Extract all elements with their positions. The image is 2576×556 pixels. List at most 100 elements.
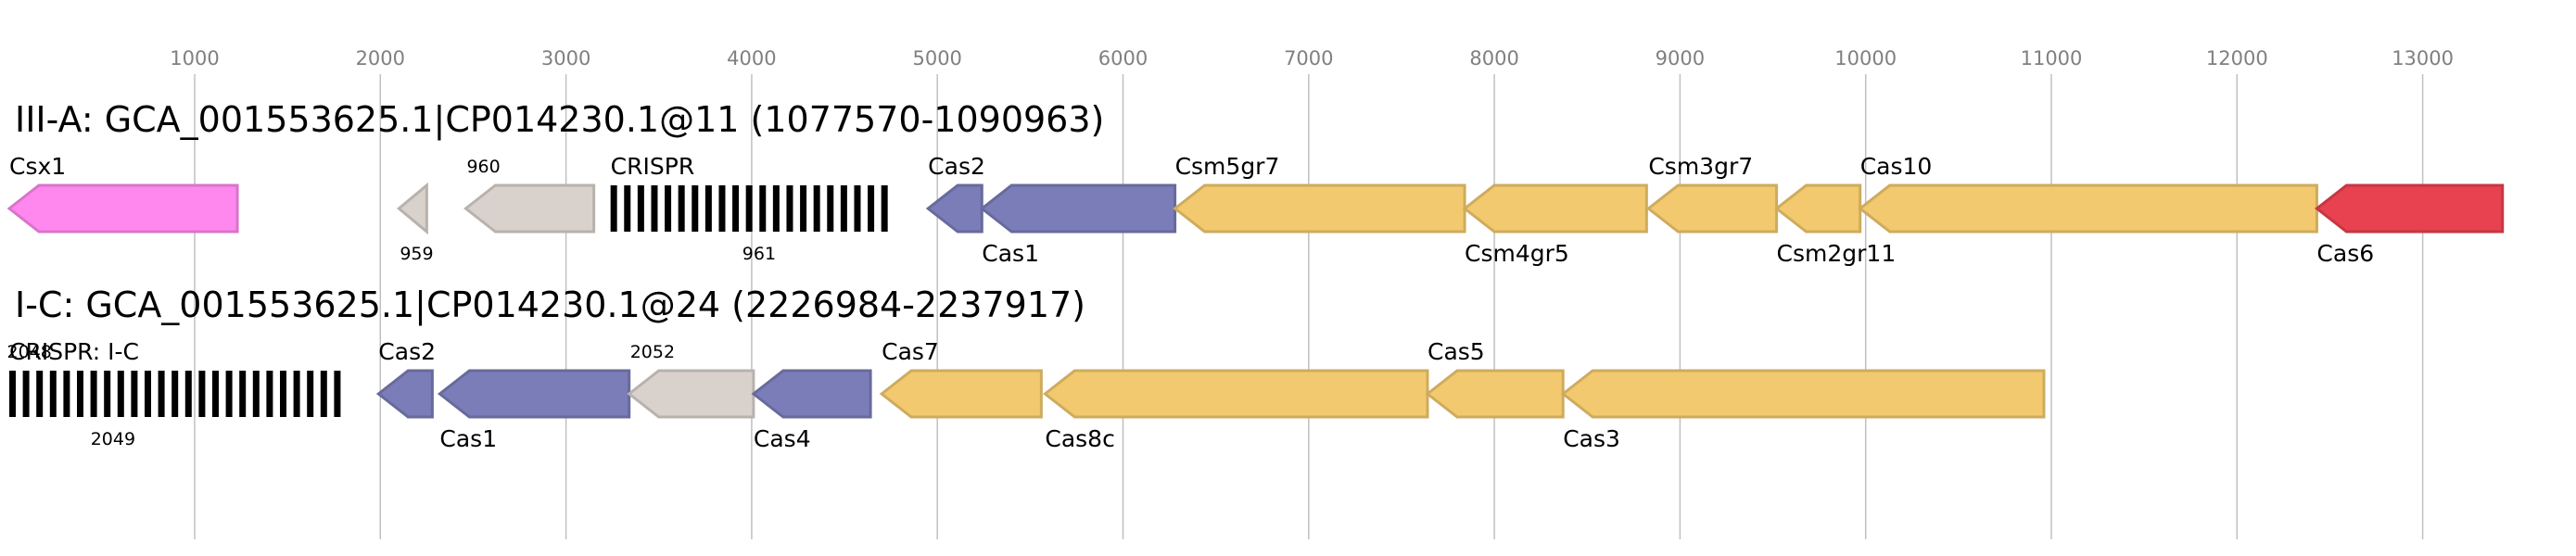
gene-label-csm4gr5: Csm4gr5 xyxy=(1465,240,1569,267)
gene-label-cas3: Cas3 xyxy=(1563,425,1620,452)
crispr-repeat xyxy=(800,185,807,232)
tick-label: 3000 xyxy=(541,47,590,70)
tick-label: 2000 xyxy=(356,47,405,70)
crispr-label: CRISPR xyxy=(611,153,695,180)
gene-label-cas7: Cas7 xyxy=(882,338,939,365)
tick-label: 12000 xyxy=(2206,47,2268,70)
crispr-repeat xyxy=(171,371,179,417)
gene-csm5gr7-arrow xyxy=(1173,183,1466,234)
gene-label-cas4: Cas4 xyxy=(754,425,811,452)
gene-csx1-arrow xyxy=(6,183,239,234)
locus-track: III-A: GCA_001553625.1|CP014230.1@11 (10… xyxy=(6,99,2505,267)
gene-cas1-arrow xyxy=(979,183,1177,234)
crispr-repeat xyxy=(22,371,30,417)
gene-label-2052: 2052 xyxy=(630,342,675,362)
crispr-repeat xyxy=(678,185,685,232)
crispr-repeat xyxy=(704,185,712,232)
locus-title: III-A: GCA_001553625.1|CP014230.1@11 (10… xyxy=(15,99,1104,141)
crispr-repeat xyxy=(225,371,233,417)
crispr-repeat xyxy=(49,371,57,417)
tick-label: 5000 xyxy=(912,47,961,70)
gene-label-cas1: Cas1 xyxy=(439,425,497,452)
gene-label-cas2: Cas2 xyxy=(378,338,436,365)
loci-tracks: III-A: GCA_001553625.1|CP014230.1@11 (10… xyxy=(6,99,2505,452)
gene-csm2gr11-arrow xyxy=(1774,183,1862,234)
gene-cas5-arrow xyxy=(1425,369,1565,419)
gene-cas2-arrow xyxy=(375,369,434,419)
gene-label-cas1: Cas1 xyxy=(982,240,1039,267)
crispr-array xyxy=(610,185,888,232)
gene-cas1-arrow xyxy=(437,369,631,419)
gene-label-csm3gr7: Csm3gr7 xyxy=(1648,153,1753,180)
crispr-repeat xyxy=(718,185,726,232)
gene-960-arrow xyxy=(463,183,596,234)
gene-cas7-arrow xyxy=(879,369,1043,419)
crispr-repeat xyxy=(36,371,44,417)
gene-label-959: 959 xyxy=(400,244,433,264)
crispr-repeat xyxy=(881,185,888,232)
tick-label: 1000 xyxy=(170,47,219,70)
crispr-repeat xyxy=(759,185,767,232)
crispr-repeat xyxy=(651,185,658,232)
gene-label-2048: 2048 xyxy=(7,342,52,362)
gene-label-cas6: Cas6 xyxy=(2316,240,2374,267)
crispr-repeat xyxy=(252,371,260,417)
crispr-repeat xyxy=(77,371,83,417)
crispr-repeat xyxy=(813,185,820,232)
crispr-repeat xyxy=(117,371,124,417)
crispr-repeat xyxy=(827,185,834,232)
gene-label-cas5: Cas5 xyxy=(1428,338,1485,365)
gene-cas6-arrow xyxy=(2314,183,2505,234)
gene-csm4gr5-arrow xyxy=(1462,183,1648,234)
crispr-repeat xyxy=(131,371,138,417)
crispr-repeat xyxy=(90,371,97,417)
crispr-repeat xyxy=(665,185,672,232)
crispr-repeat xyxy=(732,185,740,232)
tick-label: 11000 xyxy=(2021,47,2083,70)
crispr-repeat xyxy=(63,371,70,417)
crispr-repeat xyxy=(786,185,793,232)
gene-959-arrow xyxy=(396,182,428,235)
locus-track: I-C: GCA_001553625.1|CP014230.1@24 (2226… xyxy=(7,284,2046,452)
crispr-repeat xyxy=(307,371,314,417)
crispr-repeat xyxy=(320,371,327,417)
gene-2052-arrow xyxy=(627,369,755,419)
tick-label: 9000 xyxy=(1656,47,1705,70)
gene-label-cas10: Cas10 xyxy=(1860,153,1933,180)
crispr-repeat xyxy=(854,185,861,232)
crispr-repeat xyxy=(637,185,644,232)
crispr-repeat xyxy=(772,185,780,232)
crispr-repeat xyxy=(184,371,192,417)
crispr-repeat xyxy=(158,371,165,417)
crispr-repeat xyxy=(624,185,631,232)
gene-label-csm2gr11: Csm2gr11 xyxy=(1777,240,1897,267)
gene-label-961: 961 xyxy=(742,244,776,264)
crispr-repeat xyxy=(692,185,699,232)
crispr-repeat xyxy=(9,371,16,417)
crispr-repeat xyxy=(198,371,206,417)
crispr-repeat xyxy=(104,371,111,417)
locus-title: I-C: GCA_001553625.1|CP014230.1@24 (2226… xyxy=(15,284,1085,326)
gene-label-960: 960 xyxy=(466,157,500,177)
tick-label: 7000 xyxy=(1284,47,1333,70)
crispr-repeat xyxy=(610,185,617,232)
tick-label: 8000 xyxy=(1469,47,1518,70)
gene-label-cas2: Cas2 xyxy=(928,153,985,180)
gene-label-csm5gr7: Csm5gr7 xyxy=(1175,153,1280,180)
gene-label-2049: 2049 xyxy=(91,429,135,449)
crispr-repeat xyxy=(280,371,286,417)
crispr-repeat xyxy=(145,371,151,417)
crispr-label: CRISPR: I-C xyxy=(9,338,139,365)
gene-cas4-arrow xyxy=(751,369,872,419)
tick-label: 6000 xyxy=(1098,47,1148,70)
crispr-repeat xyxy=(239,371,247,417)
gene-cas3-arrow xyxy=(1560,369,2046,419)
gene-cas8c-arrow xyxy=(1042,369,1429,419)
tick-label: 4000 xyxy=(727,47,776,70)
gene-csm3gr7-arrow xyxy=(1645,183,1779,234)
crispr-repeat xyxy=(266,371,273,417)
gene-cas10-arrow xyxy=(1858,183,2318,234)
crispr-array xyxy=(9,371,341,417)
gene-cas2-arrow xyxy=(925,183,983,234)
